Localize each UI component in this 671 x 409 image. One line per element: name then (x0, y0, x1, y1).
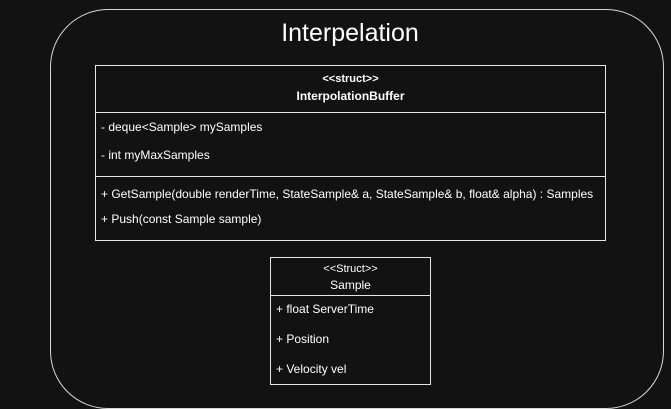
attribute-my-samples: - deque<Sample> mySamples (101, 120, 263, 134)
operation-push: + Push(const Sample sample) (101, 212, 262, 226)
operation-get-sample: + GetSample(double renderTime, StateSamp… (101, 187, 594, 201)
class-stereotype: <<Struct>> (323, 263, 378, 275)
class-header: <<struct>> InterpolationBuffer (96, 66, 605, 113)
diagram-title: Interpelation (281, 19, 419, 47)
operations-section: + GetSample(double renderTime, StateSamp… (96, 177, 605, 240)
class-interpolation-buffer: <<struct>> InterpolationBuffer - deque<S… (95, 65, 606, 241)
attribute-my-max-samples: - int myMaxSamples (101, 148, 210, 162)
class-header: <<Struct>> Sample (271, 258, 430, 296)
attributes-section: + float ServerTime + Position + Velocity… (271, 296, 430, 376)
attribute-server-time: + float ServerTime (276, 302, 374, 316)
class-name: InterpolationBuffer (296, 89, 405, 103)
class-stereotype: <<struct>> (322, 73, 379, 85)
attribute-position: + Position (276, 332, 330, 346)
attribute-velocity: + Velocity vel (276, 362, 347, 376)
attributes-section: - deque<Sample> mySamples - int myMaxSam… (96, 113, 605, 177)
class-sample: <<Struct>> Sample + float ServerTime + P… (270, 257, 431, 385)
class-name: Sample (330, 278, 371, 292)
